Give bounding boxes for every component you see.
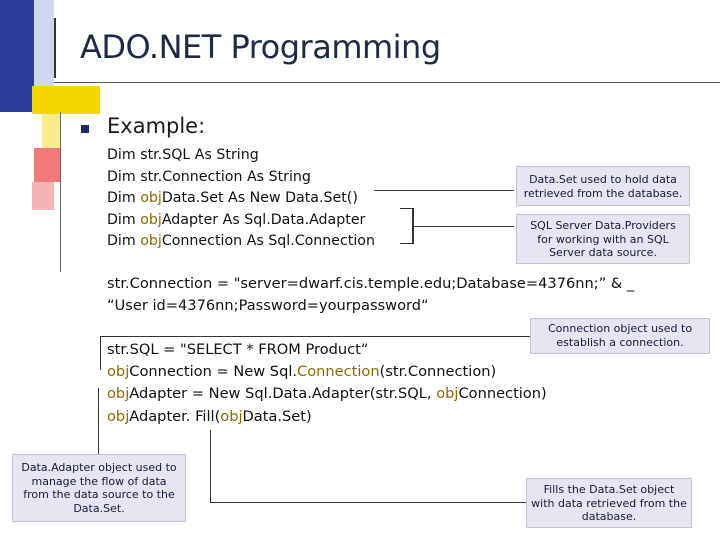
connector-providers-h xyxy=(414,226,514,227)
connector-fill-h xyxy=(210,502,526,503)
connection-string: str.Connection = "server=dwarf.cis.templ… xyxy=(107,273,634,317)
decl-line: Dim objConnection As Sql.Connection xyxy=(107,233,375,249)
deco-title-underline xyxy=(54,82,720,83)
callout-adapter: Data.Adapter object used to manage the f… xyxy=(12,454,186,522)
deco-title-rule xyxy=(54,18,56,78)
callout-fill: Fills the Data.Set object with data retr… xyxy=(526,478,692,528)
code-line: objAdapter = New Sql.Data.Adapter(str.SQ… xyxy=(107,385,547,403)
code-line: objConnection = New Sql.Connection(str.C… xyxy=(107,363,497,381)
code-line: objAdapter. Fill(objData.Set) xyxy=(107,407,312,425)
connection-line-1: str.Connection = "server=dwarf.cis.templ… xyxy=(107,275,635,292)
code-block: str.SQL = "SELECT * FROM Product“ objCon… xyxy=(107,339,547,428)
bullet-text: Example: xyxy=(107,114,206,138)
brace-top xyxy=(400,208,414,209)
callout-dataset: Data.Set used to hold data retrieved fro… xyxy=(516,166,690,206)
callout-providers: SQL Server Data.Providers for working wi… xyxy=(516,214,690,264)
deco-blue-light-bar xyxy=(34,0,54,92)
declarations-block: Dim str.SQL As String Dim str.Connection… xyxy=(107,145,375,253)
callout-connection: Connection object used to establish a co… xyxy=(530,318,710,354)
decl-line: Dim str.Connection As String xyxy=(107,168,311,185)
brace-vert xyxy=(412,208,414,244)
connector-dataset-h xyxy=(374,190,514,191)
deco-left-rule xyxy=(60,112,61,272)
connector-fill-v xyxy=(210,430,211,502)
deco-pink-block xyxy=(32,182,54,210)
decl-line: Dim objData.Set As New Data.Set() xyxy=(107,190,358,206)
deco-yellow-block xyxy=(32,86,100,114)
decl-line: Dim objAdapter As Sql.Data.Adapter xyxy=(107,211,366,228)
page-title: ADO.NET Programming xyxy=(80,28,441,66)
deco-blue-bar xyxy=(0,0,34,112)
deco-red-block xyxy=(34,148,60,182)
connector-adapter-v1 xyxy=(98,388,99,454)
bullet-marker xyxy=(81,125,89,133)
brace-bottom xyxy=(400,243,414,244)
connector-connection-v xyxy=(100,336,101,370)
connector-connection-h xyxy=(100,336,530,337)
sql-line: str.SQL = "SELECT * FROM Product“ xyxy=(107,341,369,358)
decl-line: Dim str.SQL As String xyxy=(107,147,259,163)
connection-line-2: “User id=4376nn;Password=yourpassword“ xyxy=(107,297,429,315)
deco-yellow-light-block xyxy=(42,114,60,154)
